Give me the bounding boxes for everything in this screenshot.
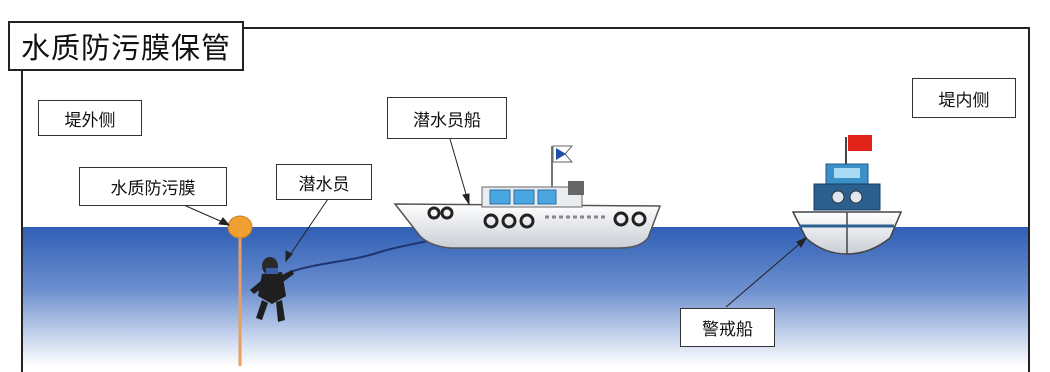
membrane-label: 水质防污膜	[79, 167, 227, 206]
diver-boat	[393, 145, 662, 249]
outside-label: 堤外侧	[38, 100, 142, 136]
guard-boat-label: 警戒船	[680, 308, 775, 347]
page-title: 水质防污膜保管	[8, 21, 244, 71]
diver-label: 潜水员	[276, 164, 372, 200]
diver-hose	[289, 239, 433, 273]
guard-boat	[791, 135, 903, 255]
inside-label: 堤内侧	[912, 78, 1016, 118]
diver-figure	[250, 257, 294, 322]
diver-boat-label: 潜水员船	[387, 97, 507, 139]
membrane-buoy	[227, 215, 253, 239]
